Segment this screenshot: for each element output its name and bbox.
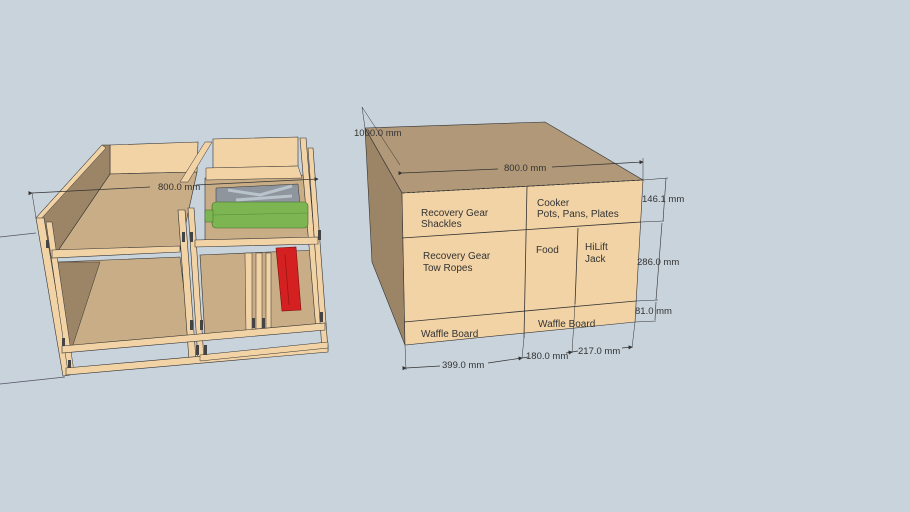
depth-dimension[interactable]: 1000.0 mm	[354, 106, 402, 166]
svg-text:Waffle Board: Waffle Board	[421, 329, 478, 340]
svg-text:Recovery Gear: Recovery Gear	[421, 208, 489, 219]
svg-text:180.0 mm: 180.0 mm	[526, 351, 568, 362]
panel-waffle-right[interactable]: Waffle Board	[538, 319, 595, 330]
horizontal-dimensions[interactable]: 399.0 mm 180.0 mm 217.0 mm	[402, 303, 636, 371]
panel-recovery-shackles[interactable]: Recovery Gear Shackles	[421, 208, 489, 230]
dimension-label: 800.0 mm	[158, 182, 200, 193]
panel-food[interactable]: Food	[536, 245, 559, 256]
left-drawer-unit-model: 800.0 mm	[0, 136, 329, 385]
svg-text:399.0 mm: 399.0 mm	[442, 360, 484, 371]
svg-text:1000.0 mm: 1000.0 mm	[354, 128, 402, 139]
right-box-model: Recovery Gear Shackles Cooker Pots, Pans…	[354, 106, 684, 371]
width-dimension[interactable]: 800.0 mm	[398, 158, 644, 180]
camp-stove	[204, 183, 309, 229]
panel-hilift[interactable]: HiLift Jack	[585, 242, 608, 265]
svg-text:286.0 mm: 286.0 mm	[637, 257, 679, 268]
svg-text:Pots, Pans, Plates: Pots, Pans, Plates	[537, 209, 619, 220]
svg-text:Food: Food	[536, 245, 559, 256]
panel-recovery-ropes[interactable]: Recovery Gear Tow Ropes	[423, 251, 491, 274]
svg-text:146.1 mm: 146.1 mm	[642, 194, 684, 205]
svg-text:HiLift: HiLift	[585, 242, 608, 253]
svg-text:Cooker: Cooker	[537, 198, 570, 209]
svg-text:Jack: Jack	[585, 254, 607, 265]
svg-text:217.0 mm: 217.0 mm	[578, 346, 620, 357]
svg-text:Recovery Gear: Recovery Gear	[423, 251, 491, 262]
panel-waffle-left[interactable]: Waffle Board	[421, 329, 478, 340]
svg-text:Tow Ropes: Tow Ropes	[423, 263, 472, 274]
svg-text:Waffle Board: Waffle Board	[538, 319, 595, 330]
panel-cooker[interactable]: Cooker Pots, Pans, Plates	[537, 198, 619, 220]
svg-text:81.0 mm: 81.0 mm	[635, 306, 672, 317]
svg-text:800.0 mm: 800.0 mm	[504, 163, 546, 174]
vertical-dimensions[interactable]: 146.1 mm 286.0 mm 81.0 mm	[634, 177, 684, 323]
svg-text:Shackles: Shackles	[421, 219, 462, 230]
left-width-dimension[interactable]: 800.0 mm	[28, 177, 319, 219]
hilift-jack	[275, 246, 302, 312]
